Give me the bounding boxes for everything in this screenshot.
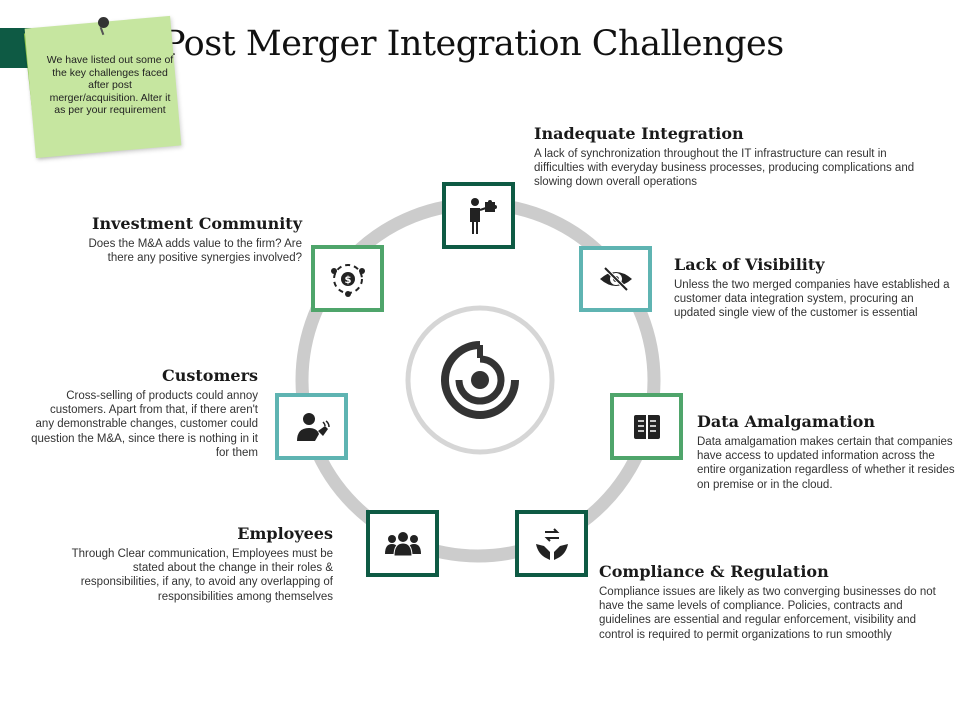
target-maze-icon — [441, 341, 519, 419]
item-inadequate-integration: Inadequate Integration A lack of synchro… — [534, 124, 934, 190]
item-heading: Inadequate Integration — [534, 124, 744, 143]
item-description: Through Clear communication, Employees m… — [71, 548, 333, 603]
item-lack-of-visibility: Lack of Visibility Unless the two merged… — [674, 255, 956, 321]
item-heading: Employees — [237, 524, 333, 543]
item-description: Compliance issues are likely as two conv… — [599, 586, 936, 641]
box-inadequate-integration[interactable] — [442, 182, 515, 249]
item-description: Data amalgamation makes certain that com… — [697, 436, 955, 491]
box-data-amalgamation[interactable] — [610, 393, 683, 460]
item-customers: Customers Cross-selling of products coul… — [30, 366, 258, 460]
item-data-amalgamation: Data Amalgamation Data amalgamation make… — [697, 412, 960, 492]
investment-network-icon: $ — [330, 263, 365, 297]
data-book-icon — [633, 414, 660, 439]
eye-slash-icon — [599, 266, 632, 292]
businessman-puzzle-icon — [469, 197, 497, 234]
item-heading: Customers — [162, 366, 258, 385]
item-heading: Compliance & Regulation — [599, 562, 829, 581]
team-group-icon — [384, 531, 421, 556]
svg-text:$: $ — [344, 275, 351, 286]
item-investment-community: Investment Community Does the M&A adds v… — [70, 214, 302, 265]
item-description: Cross-selling of products could annoy cu… — [31, 390, 258, 459]
box-investment-community[interactable]: $ — [311, 245, 384, 312]
item-heading: Data Amalgamation — [697, 412, 875, 431]
box-compliance-regulation[interactable] — [515, 510, 588, 577]
item-compliance-regulation: Compliance & Regulation Compliance issue… — [599, 562, 944, 642]
page-title: Post Merger Integration Challenges — [162, 24, 784, 64]
box-customers[interactable] — [275, 393, 348, 460]
pushpin-icon — [98, 17, 109, 28]
item-description: Unless the two merged companies have est… — [674, 279, 950, 320]
item-heading: Lack of Visibility — [674, 255, 825, 274]
item-description: Does the M&A adds value to the firm? Are… — [88, 238, 302, 265]
hands-exchange-icon — [535, 527, 568, 560]
item-employees: Employees Through Clear communication, E… — [70, 524, 333, 604]
item-description: A lack of synchronization throughout the… — [534, 148, 915, 189]
customer-support-icon — [296, 412, 330, 441]
box-lack-of-visibility[interactable] — [579, 246, 652, 312]
box-employees[interactable] — [366, 510, 439, 577]
sticky-note-text: We have listed out some of the key chall… — [46, 54, 174, 117]
item-heading: Investment Community — [92, 214, 302, 233]
